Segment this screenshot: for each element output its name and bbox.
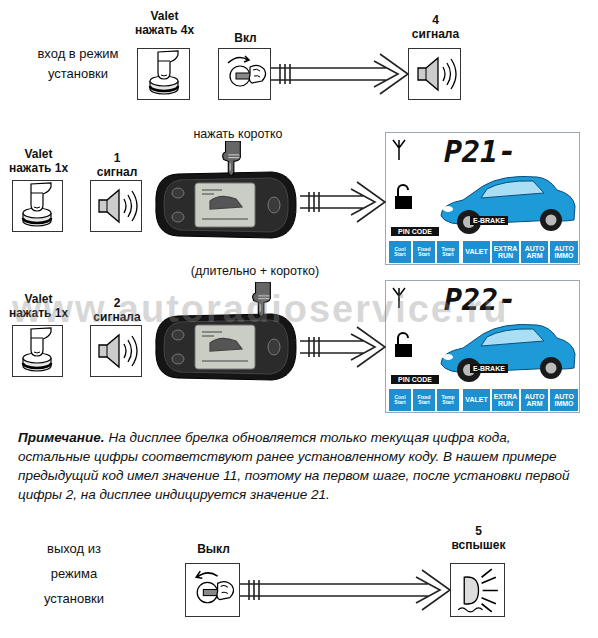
lcd-tile: VALET bbox=[463, 389, 490, 411]
lock-body bbox=[395, 196, 412, 209]
key-fob-drawing bbox=[156, 314, 296, 380]
lock-body bbox=[395, 344, 412, 357]
lcd-digits: P21- bbox=[444, 135, 516, 169]
lcd-badge: E-BRAKE bbox=[470, 364, 508, 373]
lcd-tile: AUTO IMMO bbox=[550, 241, 578, 263]
press-hint: (длительно + коротко) bbox=[155, 264, 355, 279]
step-heading: 4 сигнала bbox=[410, 13, 462, 41]
lcd-badge: E-BRAKE bbox=[470, 216, 508, 225]
antenna-icon bbox=[393, 140, 405, 160]
car-drawing bbox=[441, 176, 575, 234]
valet-button-icon bbox=[23, 328, 51, 371]
siren-icon bbox=[99, 335, 137, 367]
lcd-tile: VALET bbox=[463, 241, 490, 263]
mode-caption: вход в режим установки bbox=[36, 44, 120, 84]
hollow-arrow bbox=[271, 54, 408, 94]
lcd-screen: P21- PIN CODE E-BRAKE Cool StartFixed Start… bbox=[385, 132, 580, 265]
valet-button-icon bbox=[150, 51, 178, 94]
lcd-badge: PIN CODE bbox=[391, 227, 439, 236]
lcd-screen: P22- PIN CODE E-BRAKE Cool StartFixed Start… bbox=[385, 280, 580, 413]
hollow-arrow bbox=[300, 327, 385, 367]
lcd-tile: Cool Start bbox=[389, 389, 411, 411]
car-drawing bbox=[441, 324, 575, 382]
siren-icon bbox=[99, 190, 137, 222]
step-heading: 5 вспышек bbox=[449, 524, 508, 552]
lcd-tile: Fixed Start bbox=[413, 389, 435, 411]
note-paragraph: Примечание.На дисплее брелка обновляется… bbox=[18, 428, 584, 504]
lcd-digits: P22- bbox=[444, 283, 516, 317]
lcd-badge: PIN CODE bbox=[391, 375, 439, 384]
key-fob: нажать коротко bbox=[150, 163, 300, 248]
icon-box: 5 вспышек bbox=[450, 563, 505, 617]
press-hint: нажать коротко bbox=[138, 127, 338, 142]
ignition-off-icon bbox=[196, 571, 233, 603]
icon-box: Valet нажать 1х bbox=[12, 180, 63, 232]
antenna-icon bbox=[393, 288, 405, 308]
lcd-tile: AUTO ARM bbox=[521, 241, 548, 263]
step-heading: Valet нажать 1х bbox=[6, 292, 72, 320]
watermark: www.autoradioservice.ru bbox=[12, 288, 509, 331]
step-heading: Valet нажать 1х bbox=[6, 147, 72, 175]
lcd-tile: Cool Start bbox=[389, 241, 411, 263]
pointing-finger bbox=[223, 141, 241, 176]
lcd-tile: Temp Start bbox=[437, 241, 459, 263]
icon-box: Выкл bbox=[185, 563, 240, 617]
note-heading: Примечание. bbox=[18, 430, 104, 445]
lcd-tile: AUTO IMMO bbox=[550, 389, 578, 411]
icon-box: 1 сигнал bbox=[90, 180, 142, 232]
pointing-finger bbox=[253, 282, 271, 317]
flash-icon bbox=[458, 569, 498, 612]
siren-icon bbox=[418, 58, 456, 90]
icon-box: Valet нажать 4х bbox=[137, 48, 190, 100]
step-heading: 1 сигнал bbox=[95, 151, 140, 179]
lcd-tile: Temp Start bbox=[437, 389, 459, 411]
lock-shackle bbox=[398, 333, 408, 344]
mode-caption: выход из режима установки bbox=[32, 536, 116, 611]
step-heading: 2 сигнала bbox=[91, 296, 143, 324]
icon-box: Valet нажать 1х bbox=[12, 325, 63, 377]
lcd-tile: EXTRA RUN bbox=[492, 241, 519, 263]
step-heading: Valet нажать 4х bbox=[132, 9, 198, 37]
lcd-tile: Fixed Start bbox=[413, 241, 435, 263]
icon-box: 2 сигнала bbox=[90, 325, 142, 377]
key-fob-drawing bbox=[156, 172, 296, 238]
step-heading: Вкл bbox=[216, 31, 276, 45]
step-heading: Выкл bbox=[184, 542, 244, 556]
icon-box: 4 сигнала bbox=[408, 48, 461, 100]
lcd-tile: AUTO ARM bbox=[521, 389, 548, 411]
hollow-arrow bbox=[240, 570, 450, 610]
icon-box: Вкл bbox=[218, 48, 271, 100]
key-fob: (длительно + коротко) bbox=[150, 305, 300, 390]
valet-button-icon bbox=[23, 183, 51, 226]
hollow-arrow bbox=[300, 182, 385, 222]
ignition-on-icon bbox=[228, 56, 266, 86]
lcd-tile: EXTRA RUN bbox=[492, 389, 519, 411]
lock-shackle bbox=[398, 185, 408, 196]
